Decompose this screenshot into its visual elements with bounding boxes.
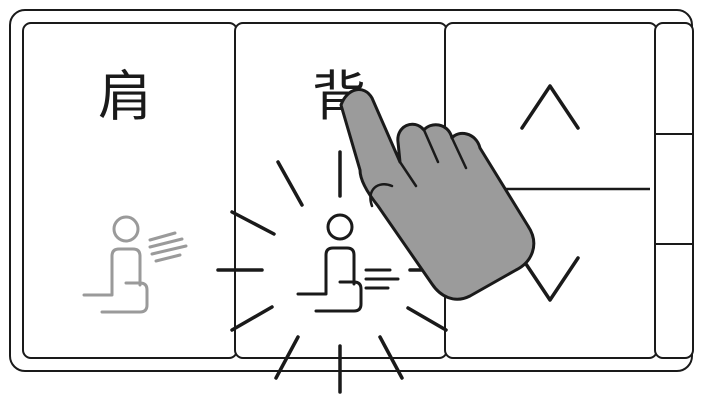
chevron-down-icon[interactable] — [522, 258, 578, 300]
person-air-back-icon — [298, 215, 398, 311]
chevron-up-icon[interactable] — [522, 86, 578, 128]
hand-pointer-icon — [341, 90, 534, 300]
person-air-shoulder-icon — [84, 217, 186, 312]
